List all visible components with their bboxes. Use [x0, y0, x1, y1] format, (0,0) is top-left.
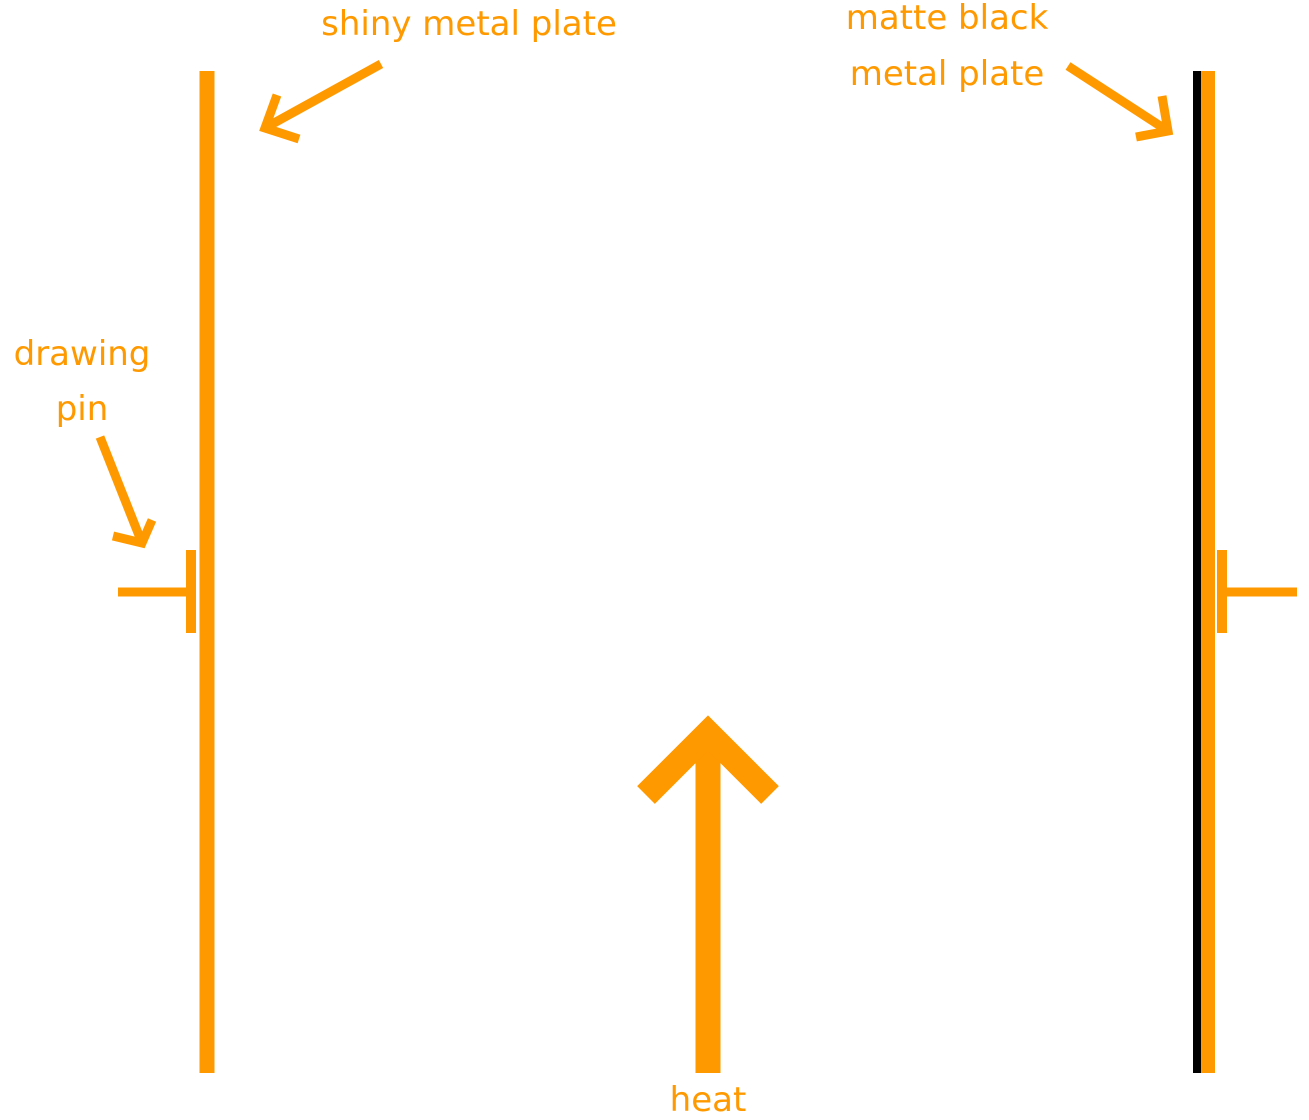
left-drawing-pin [118, 550, 196, 633]
drawing-pin-arrow [95, 435, 157, 549]
drawing-pin-label-line2: pin [56, 389, 109, 429]
right-drawing-pin [1217, 550, 1297, 633]
heat-arrow [637, 715, 779, 1073]
matte-plate-label-line2: metal plate [850, 54, 1045, 94]
matte-plate-label-line1: matte black [846, 0, 1049, 38]
drawing-pin-label-line1: drawing [14, 334, 151, 374]
shiny-plate-label: shiny metal plate [321, 4, 617, 44]
heat-label: heat [670, 1080, 747, 1120]
shiny-plate-arrow [259, 60, 384, 144]
matte-plate-arrow [1065, 62, 1174, 142]
